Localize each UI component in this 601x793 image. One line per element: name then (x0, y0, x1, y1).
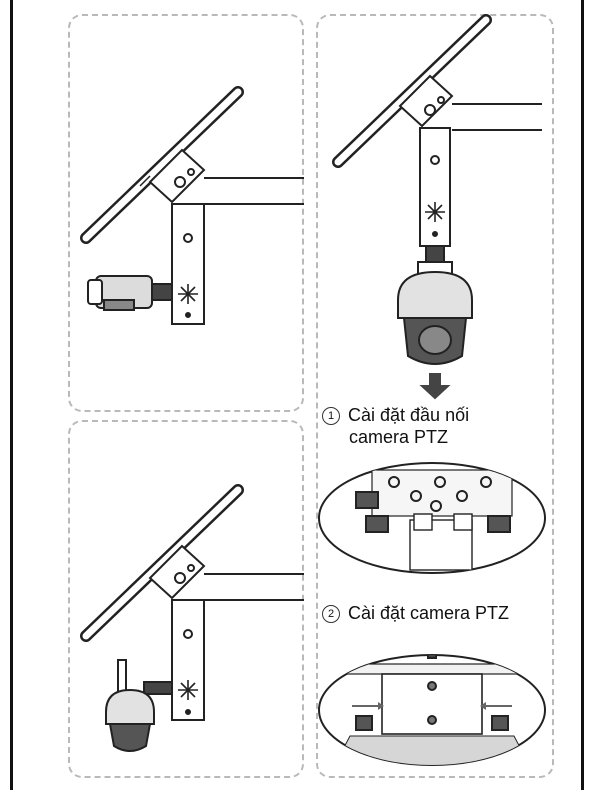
mount-illustration-bullet (80, 86, 304, 325)
screw-icon (178, 284, 198, 304)
bullet-camera-icon (87, 275, 173, 311)
arrow-down-icon (419, 373, 451, 400)
ptz-dome-camera-icon (397, 261, 473, 365)
tilt-bracket (148, 148, 206, 204)
step-2-label: 2 Cài đặt camera PTZ (322, 602, 509, 624)
page-frame (10, 0, 584, 790)
mounting-bracket-icon (171, 203, 205, 325)
solar-panel-icon (332, 14, 492, 168)
solar-panel-icon (80, 484, 244, 642)
step-1-line-2: camera PTZ (349, 427, 449, 447)
connector-detail-zoom (318, 462, 546, 574)
mounting-bracket-icon (171, 599, 205, 721)
step-1-line-1: Cài đặt đầu nối (348, 405, 470, 425)
panel-ptz-ceiling-mount (316, 14, 554, 778)
step-number-badge: 2 (322, 605, 340, 624)
mount-illustration-ptz (332, 14, 542, 400)
solar-panel-icon (80, 86, 244, 244)
step-2-line-1: Cài đặt camera PTZ (348, 603, 510, 623)
tilt-bracket (398, 74, 454, 128)
mount-illustration-ptz-side (80, 484, 304, 752)
tilt-bracket (148, 544, 206, 600)
mounting-bracket-icon (419, 127, 451, 247)
camera-install-detail-zoom (318, 654, 546, 766)
step-1-label: 1 Cài đặt đầu nối camera PTZ (322, 404, 469, 448)
ptz-dome-camera-icon (105, 659, 155, 752)
screw-icon (425, 202, 445, 222)
screw-icon (178, 680, 198, 700)
step-number-badge: 1 (322, 407, 340, 426)
panel-bullet-camera-mount (68, 14, 304, 412)
